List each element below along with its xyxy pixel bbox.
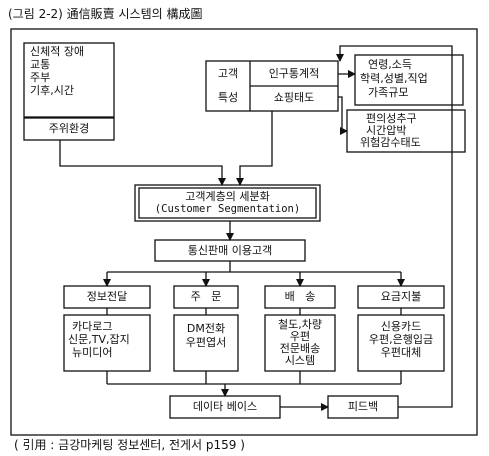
delivery-detail: 시스템 [284, 354, 316, 367]
function-info: 정보전달 [86, 290, 128, 303]
payment-detail: 우편,은행입금 [368, 333, 434, 346]
environment-item: 교통 [30, 58, 51, 71]
demographic-detail: 연령,소득 [368, 58, 412, 71]
segmentation-box [134, 184, 321, 222]
function-delivery: 배 송 [284, 290, 316, 303]
payment-detail: 신용카드 [380, 320, 422, 333]
environment-box [23, 42, 115, 118]
customer-label-bottom: 특성 [217, 91, 239, 104]
environment-item: 신체적 장애 [30, 45, 85, 58]
order-detail: DM전화 [186, 322, 226, 335]
attitude-detail: 위험감수태도 [360, 136, 421, 149]
surroundings-box [23, 117, 115, 141]
delivery-detail: 우편 [289, 330, 311, 343]
users-label: 통신판매 이용고객 [187, 244, 273, 257]
info-detail: 카다로그 [72, 320, 113, 333]
payment-detail: 우편대체 [380, 346, 422, 359]
attitude-detail: 편의성추구 [366, 112, 417, 125]
delivery-detail: 철도,차량 [278, 318, 322, 331]
info-detail: 신문,TV,잡지 [68, 333, 130, 346]
feedback-label: 피드백 [347, 400, 379, 413]
delivery-detail: 전문배송 [279, 342, 321, 355]
attitude-detail: 시간압박 [366, 124, 407, 137]
figure-title: (그림 2-2) 通信販賣 시스템의 構成圖 [8, 7, 203, 21]
demographic-details-box [354, 54, 464, 106]
database-label: 데이타 베이스 [192, 400, 258, 413]
environment-item: 주부 [30, 71, 51, 84]
info-detail: 뉴미디어 [72, 346, 113, 359]
shopping-attitude-label: 쇼핑태도 [273, 91, 315, 104]
outer-frame [10, 28, 478, 436]
function-order: 주 문 [190, 290, 222, 303]
environment-item: 기후,시간 [30, 84, 74, 97]
demographic-detail: 가족규모 [368, 86, 409, 99]
segmentation-title: 고객계층의 세분화 [185, 190, 270, 203]
function-payment: 요금지불 [380, 290, 422, 303]
segmentation-subtitle: (Customer Segmentation) [154, 203, 301, 215]
surroundings-label: 주위환경 [48, 122, 90, 135]
figure-citation: ( 引用 : 금강마케팅 정보센터, 전게서 p159 ) [14, 438, 245, 452]
customer-label-top: 고객 [217, 67, 239, 80]
demographics-label: 인구통계적 [268, 67, 320, 80]
demographic-detail: 학력,성별,직업 [360, 72, 428, 85]
order-detail: 우편엽서 [185, 336, 227, 349]
